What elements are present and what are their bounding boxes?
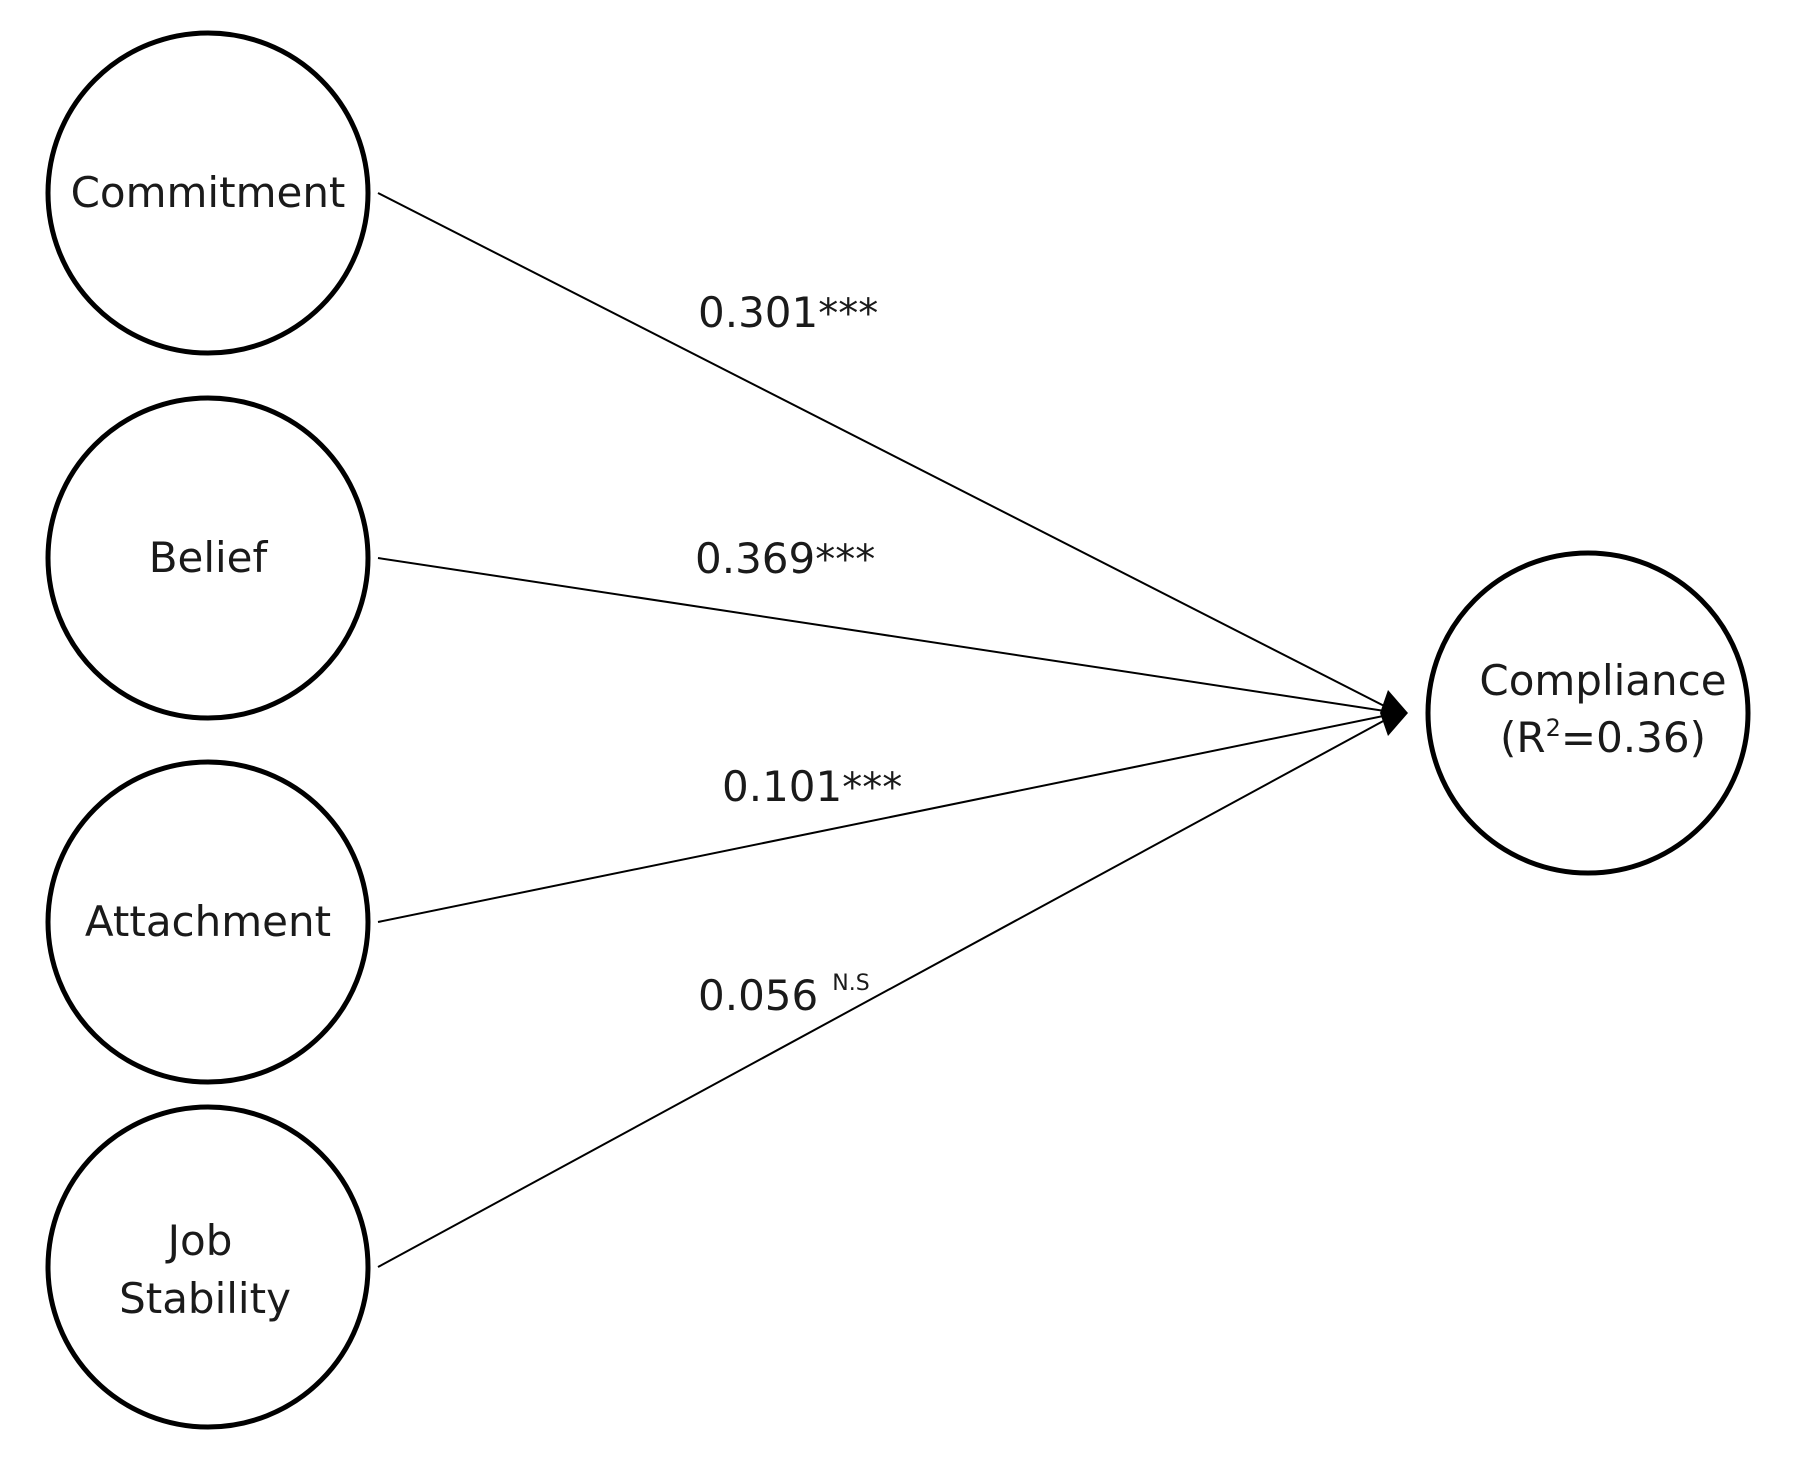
coef-commitment: 0.301*** bbox=[698, 288, 878, 337]
r2-prefix: (R bbox=[1500, 713, 1546, 762]
node-belief: Belief bbox=[45, 395, 371, 721]
node-job-stability-line1: Job bbox=[165, 1216, 233, 1265]
coef-belief-sig: *** bbox=[815, 537, 875, 583]
r2-suffix: =0.36) bbox=[1561, 713, 1706, 762]
edge-belief-compliance bbox=[377, 557, 1399, 714]
edge-attachment-compliance bbox=[377, 712, 1399, 923]
node-job-stability-line2: Stability bbox=[119, 1274, 291, 1323]
node-commitment: Commitment bbox=[45, 30, 371, 356]
coef-attachment-value: 0.101 bbox=[722, 762, 842, 811]
node-compliance-line1: Compliance bbox=[1479, 656, 1726, 705]
coef-attachment: 0.101*** bbox=[722, 762, 902, 811]
coef-belief-value: 0.369 bbox=[695, 534, 815, 583]
edge-jobstability-compliance bbox=[377, 712, 1399, 1268]
coef-commitment-sig: *** bbox=[818, 291, 878, 337]
coef-job-stability-value: 0.056 bbox=[698, 971, 818, 1020]
path-edges bbox=[377, 192, 1408, 1268]
coef-commitment-value: 0.301 bbox=[698, 288, 818, 337]
coef-belief: 0.369*** bbox=[695, 534, 875, 583]
node-compliance-r2: (R2=0.36) bbox=[1500, 713, 1706, 762]
coef-job-stability-sig: N.S bbox=[832, 971, 869, 996]
node-commitment-label: Commitment bbox=[71, 168, 346, 217]
node-compliance: Compliance (R2=0.36) bbox=[1425, 550, 1751, 876]
node-attachment-label: Attachment bbox=[85, 897, 331, 946]
node-job-stability: Job Stability bbox=[45, 1104, 371, 1430]
node-belief-label: Belief bbox=[149, 533, 269, 582]
node-attachment: Attachment bbox=[45, 759, 371, 1085]
coef-attachment-sig: *** bbox=[842, 765, 902, 811]
r2-superscript: 2 bbox=[1546, 714, 1561, 742]
edge-commitment-compliance bbox=[377, 192, 1399, 714]
coef-job-stability: 0.056 N.S bbox=[698, 971, 870, 1020]
arrowhead-icon bbox=[1380, 690, 1408, 736]
